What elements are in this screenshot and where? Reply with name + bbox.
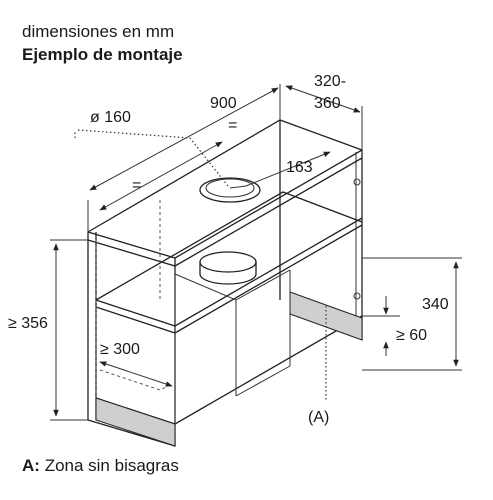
cabinet-height-label: 340 [422, 296, 449, 313]
legend: A: Zona sin bisagras [22, 456, 179, 476]
duct-offset-label: 163 [286, 159, 313, 176]
height-dimension-left [50, 239, 88, 421]
duct-opening-top [199, 177, 261, 203]
zone-marker: (A) [308, 409, 329, 426]
hinge-free-zone [95, 291, 363, 447]
legend-text: Zona sin bisagras [44, 456, 179, 475]
depth-label-line1: 320- [314, 73, 346, 90]
min-clearance-label: ≥ 60 [396, 327, 427, 344]
shelf-depth-dimension [99, 361, 173, 387]
min-shelf-depth-label: ≥ 300 [100, 341, 140, 358]
min-height-label: ≥ 356 [8, 315, 48, 332]
offset-dimension [245, 151, 331, 187]
clearance-dimension [362, 296, 400, 356]
width-label: 900 [210, 95, 237, 112]
duct-opening-hood [199, 251, 257, 285]
height-dimension-right [362, 257, 462, 371]
equal-mark-left: = [132, 177, 141, 194]
legend-key: A: [22, 456, 40, 475]
diagram-title: Ejemplo de montaje [22, 45, 183, 64]
width-dimension [87, 84, 281, 232]
duct-diameter-label: ø 160 [90, 109, 131, 126]
units-note: dimensiones en mm [22, 22, 175, 41]
equal-mark-top: = [228, 117, 237, 134]
diameter-leader [74, 129, 229, 187]
depth-dimension [285, 85, 363, 150]
depth-label-line2: 360 [314, 95, 341, 112]
